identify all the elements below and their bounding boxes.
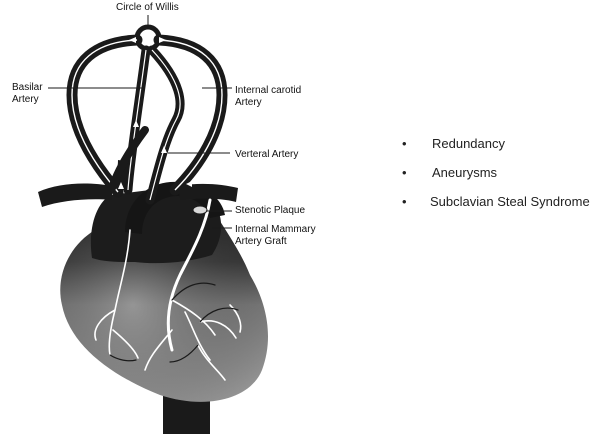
stenotic-plaque: [192, 205, 208, 215]
left-subclavian-artery: [38, 183, 112, 207]
label-internal-carotid-artery: Internal carotid Artery: [235, 85, 302, 108]
label-circle-of-willis: Circle of Willis: [116, 2, 179, 13]
right-vertebral-artery: [145, 45, 185, 205]
bullet-marker: •: [402, 136, 407, 151]
label-stenotic-plaque: Stenotic Plaque: [235, 205, 306, 216]
bullet-text-aneurysms: Aneurysms: [432, 165, 498, 180]
coronary-branches-dark: [109, 282, 239, 363]
heart-upper-dark: [90, 188, 222, 264]
label-vertebral-artery: Verteral Artery: [235, 149, 299, 160]
bullet-text-subclavian-steal: Subclavian Steal Syndrome: [430, 194, 590, 209]
label-leader-lines: [48, 15, 232, 229]
bullet-marker: •: [402, 194, 407, 209]
right-subclavian-artery: [178, 183, 238, 202]
crossing-vessel: [108, 126, 149, 192]
label-internal-mammary-graft: Internal Mammary Artery Graft: [235, 224, 316, 247]
bullet-marker: •: [402, 165, 407, 180]
label-basilar-artery: Basilar Artery: [12, 82, 43, 105]
internal-mammary-graft: [166, 198, 212, 352]
bullet-text-redundancy: Redundancy: [432, 136, 505, 151]
coronary-branches: [94, 229, 242, 381]
flow-arrows: [81, 37, 216, 189]
